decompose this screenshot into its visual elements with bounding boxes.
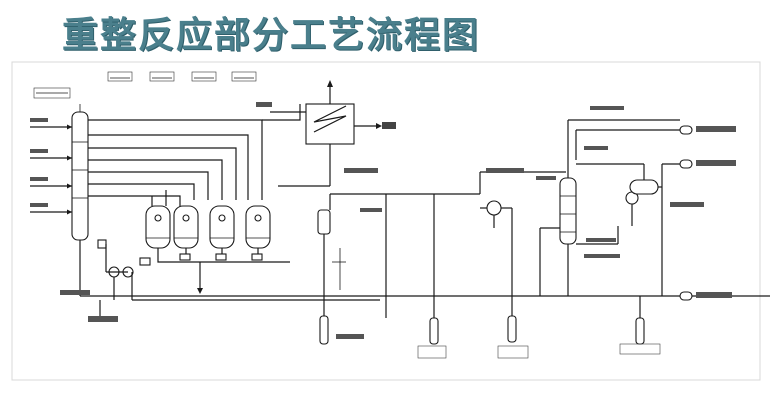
middle-separator: [317, 168, 387, 345]
recycle-gas-piping: [386, 168, 566, 359]
top-left-tag-blocks: [33, 71, 257, 99]
reactor-train: [139, 205, 290, 294]
left-bottom-pumps: [60, 239, 770, 322]
product-outlets: [679, 125, 736, 301]
left-column-vessel: [71, 104, 89, 241]
compressor: [480, 200, 529, 359]
diagram-frame: [11, 61, 761, 381]
bottom-return-lines: [385, 227, 661, 355]
reactor-header-piping: [88, 104, 330, 208]
fired-heater: [256, 80, 396, 186]
reflux-drum: [576, 163, 704, 345]
page-title: 重整反应部分工艺流程图: [62, 15, 481, 56]
right-column: [559, 106, 680, 296]
left-feed-arrows: [30, 118, 72, 215]
